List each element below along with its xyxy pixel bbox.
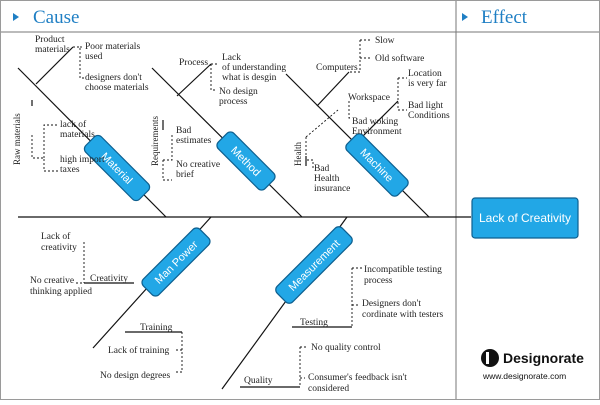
sub-bone-process	[176, 63, 212, 97]
sub-bone-computers	[316, 71, 350, 107]
dash-health-to-bone	[305, 109, 339, 138]
label-computers: Computers	[316, 63, 358, 73]
category-pill-measurement	[275, 226, 353, 304]
label-old-software: Old software	[375, 53, 424, 64]
sub-bone-product-materials	[35, 46, 74, 85]
label-slow: Slow	[375, 36, 395, 46]
dash-raw-high-import	[31, 135, 58, 172]
brand-url: www.designorate.com	[482, 371, 566, 381]
dash-bad-working-env	[348, 101, 352, 119]
label-health: Health	[293, 142, 303, 166]
dash-bad-estimates	[163, 135, 173, 161]
effect-label: Lack of Creativity	[479, 211, 571, 225]
dash-bad-light	[397, 78, 407, 111]
label-quality: Quality	[244, 376, 273, 386]
label-no-design-degrees: No design degrees	[100, 371, 170, 381]
brand-logo-icon-mark	[486, 352, 489, 364]
label-no-quality-control: No quality control	[311, 343, 381, 353]
dash-lack-materials	[43, 124, 58, 158]
dash-no-design-degrees	[176, 332, 183, 373]
category-pill-method	[216, 131, 276, 191]
effect-arrow-icon	[462, 13, 468, 21]
effect-box	[471, 197, 579, 239]
cause-arrow-icon	[13, 13, 19, 21]
label-training: Training	[140, 323, 173, 333]
dash-designers-choose	[73, 46, 86, 79]
brand-name: Designorate	[503, 350, 584, 366]
brand-logo: Designorate www.designorate.com	[481, 349, 584, 381]
effect-title: Effect	[481, 7, 528, 28]
cause-title: Cause	[33, 7, 79, 28]
category-pill-material	[83, 134, 151, 202]
label-testing: Testing	[300, 318, 328, 328]
dash-no-design-process	[210, 64, 217, 91]
category-pill-machine	[345, 133, 409, 197]
category-pill-manpower	[141, 227, 211, 297]
label-lack-of-training: Lack of training	[108, 345, 169, 356]
label-raw-materials: Raw materials	[12, 113, 22, 165]
dash-no-creative-brief	[162, 160, 172, 181]
label-workspace: Workspace	[348, 93, 390, 103]
label-requirements: Requirements	[150, 116, 160, 166]
label-creativity: Creativity	[90, 274, 128, 284]
label-process: Process	[179, 58, 208, 68]
brand-logo-icon	[481, 349, 499, 367]
dash-slow	[349, 40, 361, 73]
